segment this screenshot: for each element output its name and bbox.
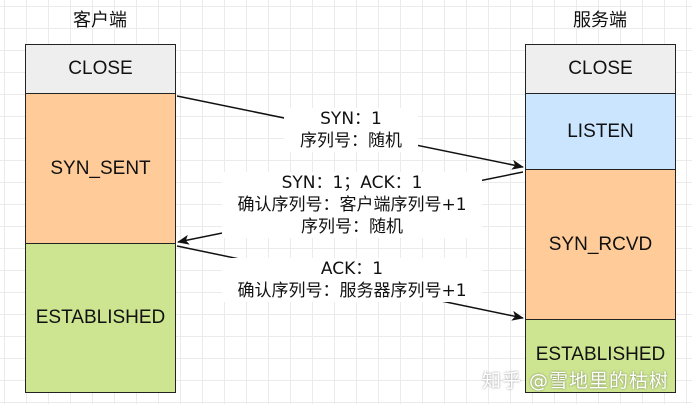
ack-message-line-2: 确认序列号：服务器序列号+1 [237, 281, 467, 301]
server-state-close-label: CLOSE [568, 58, 633, 79]
client-state-syn-sent: SYN_SENT [25, 93, 176, 244]
ack-message-line-1: ACK：1 [320, 259, 384, 279]
server-state-listen: LISTEN [525, 93, 676, 170]
server-state-established-label: ESTABLISHED [535, 344, 666, 365]
syn-ack-message-label: SYN：1；ACK：1 确认序列号：客户端序列号+1 序列号：随机 [222, 172, 482, 238]
server-state-listen-label: LISTEN [567, 120, 634, 142]
syn-ack-message-line-3: 序列号：随机 [301, 217, 403, 237]
ack-message-label: ACK：1 确认序列号：服务器序列号+1 [222, 258, 482, 302]
syn-message-line-2: 序列号：随机 [300, 131, 402, 151]
server-state-close: CLOSE [525, 44, 676, 94]
client-state-established-label: ESTABLISHED [35, 307, 166, 328]
syn-ack-message-line-1: SYN：1；ACK：1 [281, 173, 423, 193]
syn-message-label: SYN：1 序列号：随机 [284, 108, 418, 152]
syn-ack-message-line-2: 确认序列号：客户端序列号+1 [237, 195, 467, 215]
watermark-text: 知乎 @雪地里的枯树 [482, 370, 670, 392]
client-state-close-label: CLOSE [68, 58, 133, 79]
server-state-established: ESTABLISHED [525, 319, 676, 393]
client-title: 客户端 [73, 10, 127, 31]
client-state-close: CLOSE [25, 44, 176, 94]
client-state-syn-sent-label: SYN_SENT [50, 157, 151, 179]
server-title: 服务端 [573, 10, 627, 31]
server-state-syn-rcvd: SYN_RCVD [525, 169, 676, 320]
syn-message-line-1: SYN：1 [320, 109, 382, 129]
client-state-established: ESTABLISHED [25, 243, 176, 393]
server-state-syn-rcvd-label: SYN_RCVD [548, 233, 653, 255]
